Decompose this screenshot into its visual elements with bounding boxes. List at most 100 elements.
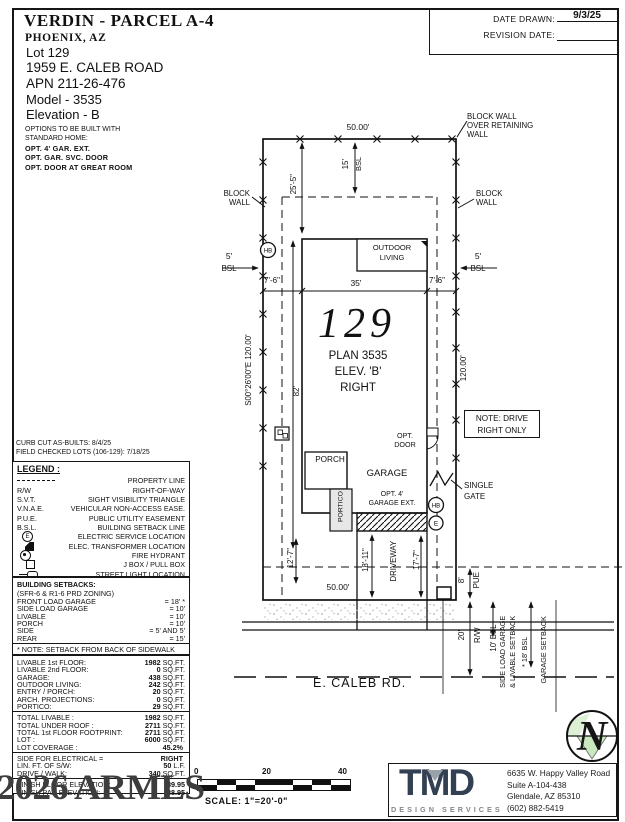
electric-service-symbol: E xyxy=(428,515,444,531)
zoning: (SFR-6 & R1-6 PRD ZONING) xyxy=(17,588,115,598)
dim-5-left: 5' xyxy=(225,251,233,261)
elevation: Elevation - B xyxy=(26,107,100,122)
page-border xyxy=(12,8,619,821)
model: Model - 3535 xyxy=(26,92,102,107)
dim-20-rw: 20' xyxy=(456,629,466,641)
dim-5-right: 5' xyxy=(474,251,482,261)
north-arrow: N xyxy=(566,710,618,762)
opt-garage-ext-label: OPT. 4'GARAGE EXT. xyxy=(368,491,416,507)
setback-note: * NOTE: SETBACK FROM BACK OF SIDEWALK xyxy=(17,645,175,655)
garage-setback-label: GARAGE SETBACK xyxy=(539,616,549,684)
dim-17-7: 17'-7" xyxy=(411,550,421,571)
dim-15: 15' xyxy=(340,158,350,170)
dimension-lines xyxy=(222,142,534,676)
firm-logo: TMD xyxy=(399,762,475,803)
setbacks-title: BUILDING SETBACKS: xyxy=(17,580,96,589)
dim-18-11: 18'-11" xyxy=(360,548,370,572)
svg-text:HB: HB xyxy=(264,249,272,255)
setback-row: REAR= 15' xyxy=(17,633,185,643)
side-load-setback-line3: * 18' BSL xyxy=(520,636,530,667)
fire-hydrant-icon xyxy=(20,549,31,561)
legend-row: B.S.L. BUILDING SETBACK LINE xyxy=(17,522,185,532)
setback-row: PORCH= 10' xyxy=(17,619,185,629)
bsl-right-label: BSL xyxy=(470,264,486,273)
options-list: OPT. 4' GAR. EXT. OPT. GAR. SVC. DOOR OP… xyxy=(25,144,132,172)
street-address: 1959 E. CALEB ROAD xyxy=(26,60,164,75)
dim-82: 82' xyxy=(291,385,301,397)
curb-cut-note: CURB CUT AS-BUILTS: 8/4/25 xyxy=(16,440,112,447)
legend-row: V.N.A.E. VEHICULAR NON-ACCESS EASE. xyxy=(17,504,185,514)
dim-8-pue: 8' xyxy=(456,577,466,584)
scale-tick-0: 0 xyxy=(194,767,199,776)
firm-logo-triangle-icon xyxy=(427,770,443,781)
transformer-icon xyxy=(25,541,34,551)
curb-lines xyxy=(242,621,614,631)
pue-label: PUE xyxy=(471,571,481,589)
garage-label: GARAGE xyxy=(366,468,408,479)
dim-7-6-left: 7'-6" xyxy=(264,276,280,285)
setback-row: LIVABLE= 10' xyxy=(17,611,185,621)
legend-row: R/W RIGHT-OF-WAY xyxy=(17,485,185,495)
single-gate-symbol xyxy=(429,470,454,487)
legend-row: S.V.T. SIGHT VISIBILITY TRIANGLE xyxy=(17,494,185,504)
leader-lines xyxy=(251,120,475,490)
portico-outline xyxy=(329,488,353,532)
firm-address: 6635 W. Happy Valley Road Suite A-104-43… xyxy=(507,768,611,813)
scale-label: SCALE: 1"=20'-0" xyxy=(205,796,288,806)
rw-label: R/W xyxy=(472,627,482,643)
setback-row: SIDE= 5' AND 5' xyxy=(17,626,185,636)
j-box-icon xyxy=(26,560,35,570)
side-load-setback-line2: & LIVABLE SETBACK xyxy=(508,615,518,688)
firm-box: TMD DESIGN SERVICES 6635 W. Happy Valley… xyxy=(388,762,617,817)
scale-tick-40: 40 xyxy=(338,767,347,776)
side-load-setback-line1: SIDE LOAD GARAGE xyxy=(498,615,508,688)
plan-orientation: RIGHT xyxy=(340,382,376,394)
armls-watermark: 2026 ARMLS xyxy=(0,767,205,807)
legend-row: ELEC. TRANSFORMER LOCATION xyxy=(17,541,185,551)
scale-bar xyxy=(197,779,351,791)
setback-row: SIDE LOAD GARAGE= 10' xyxy=(17,604,185,614)
firm-tagline: DESIGN SERVICES xyxy=(391,805,503,814)
revision-date-label: REVISION DATE: xyxy=(483,30,555,40)
legend-row: P.U.E. PUBLIC UTILITY EASEMENT xyxy=(17,513,185,523)
garage-extension-hatch xyxy=(356,512,428,532)
outdoor-living-room xyxy=(356,238,428,272)
porch-label: PORCH xyxy=(315,455,345,464)
corner-mark-icon xyxy=(421,241,427,247)
option-item: OPT. 4' GAR. EXT. xyxy=(25,144,91,153)
lot-label: Lot 129 xyxy=(26,45,70,60)
date-drawn-label: DATE DRAWN: xyxy=(493,14,555,24)
area-row: FINISH FLOOR ELEVATION:89.95 xyxy=(17,780,185,790)
area-row: SIDE FOR ELECTRICAL =RIGHT xyxy=(17,754,183,764)
sidewalk xyxy=(263,603,456,620)
scale-tick-20: 20 xyxy=(262,767,271,776)
property-line-icon xyxy=(17,480,55,482)
bsl-left-label: BSL xyxy=(221,264,237,273)
dim-front-bottom: 50.00' xyxy=(326,582,350,592)
option-item: OPT. DOOR AT GREAT ROOM xyxy=(25,162,133,172)
setback-lines xyxy=(263,196,625,600)
setbacks-box: BUILDING SETBACKS: (SFR-6 & R1-6 PRD ZON… xyxy=(12,577,190,655)
house-footprint xyxy=(301,238,439,532)
plan-elevation: ELEV. 'B' xyxy=(334,366,382,378)
dim-12-7: 12'-7" xyxy=(285,548,295,569)
j-box-symbol xyxy=(436,586,452,600)
option-item: OPT. GAR. SVC. DOOR xyxy=(25,153,109,163)
